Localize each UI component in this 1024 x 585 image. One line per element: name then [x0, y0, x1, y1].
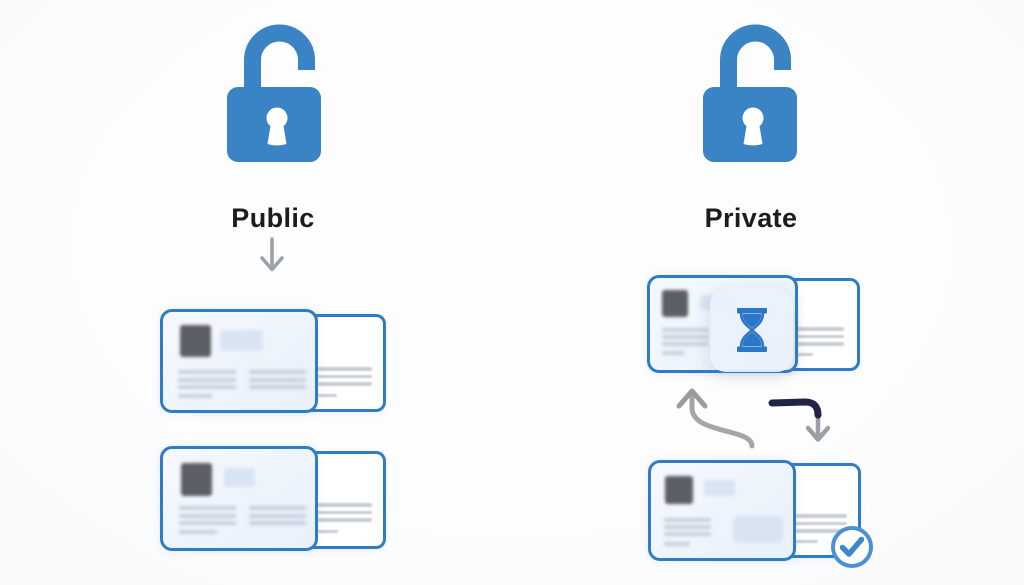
avatar — [665, 476, 693, 504]
text-lines — [662, 328, 709, 346]
text-line-short — [662, 351, 685, 355]
down-arrow-icon — [260, 237, 284, 272]
back-card-text-lines — [793, 514, 847, 543]
text-line-short — [664, 542, 690, 546]
text-lines — [249, 506, 306, 525]
text-lines — [249, 370, 306, 389]
text-line-short — [179, 530, 217, 534]
front-card — [648, 460, 796, 561]
avatar — [662, 290, 688, 317]
content-block-placeholder — [733, 516, 783, 543]
unlock-icon — [703, 24, 797, 162]
back-card-text-lines — [317, 503, 372, 533]
check-circle-icon — [831, 526, 873, 568]
curved-up-arrow-icon — [676, 388, 755, 449]
unlock-icon — [227, 24, 321, 162]
public-card-stack-1 — [160, 309, 386, 413]
front-card — [160, 446, 318, 551]
curved-down-arrow-icon — [768, 398, 830, 442]
pending-overlay — [710, 288, 793, 372]
blurred-card-content — [163, 312, 315, 410]
hourglass-icon — [736, 308, 767, 352]
text-line-short — [178, 394, 212, 398]
text-lines — [178, 370, 236, 389]
title-placeholder — [704, 480, 735, 496]
back-card-text-lines — [317, 367, 372, 397]
front-card — [160, 309, 318, 413]
avatar — [181, 463, 212, 496]
private-card-stack-approved — [645, 458, 873, 568]
avatar — [180, 325, 211, 357]
title-placeholder — [220, 330, 263, 351]
column-label-private: Private — [704, 203, 798, 233]
text-lines — [664, 518, 711, 536]
private-card-stack-pending — [645, 272, 860, 373]
column-label-public: Public — [231, 203, 315, 233]
blurred-card-content — [163, 449, 315, 548]
back-card-text-lines — [793, 327, 844, 356]
text-lines — [179, 506, 236, 525]
blurred-card-content — [651, 463, 793, 558]
public-card-stack-2 — [160, 446, 386, 551]
title-placeholder — [224, 468, 255, 487]
